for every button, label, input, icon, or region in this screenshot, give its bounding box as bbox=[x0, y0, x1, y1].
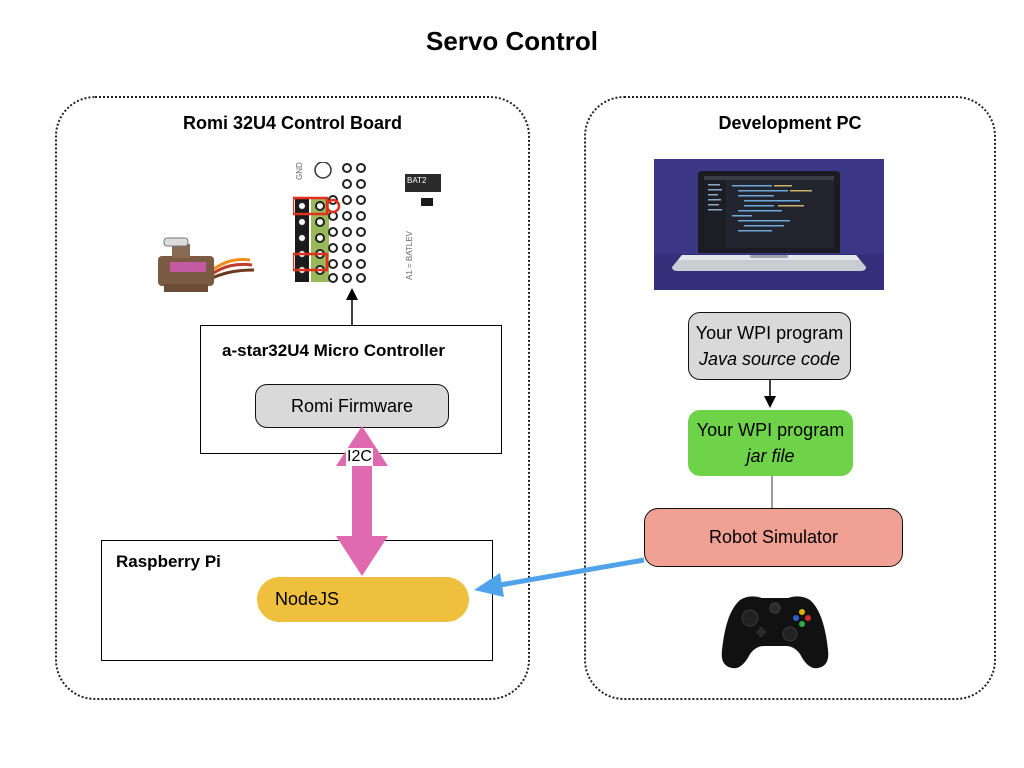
raspberry-pi-title: Raspberry Pi bbox=[116, 552, 221, 571]
development-pc-region bbox=[584, 96, 996, 700]
i2c-label: I2C bbox=[346, 448, 373, 466]
board-pinout-image: GND BAT2 A1 = BATLEV bbox=[293, 162, 441, 284]
java-source-line1: Your WPI program bbox=[695, 322, 844, 343]
jar-file-box: Your WPI program jar file bbox=[688, 410, 853, 476]
romi-region-title: Romi 32U4 Control Board bbox=[182, 113, 403, 133]
microcontroller-title: a-star32U4 Micro Controller bbox=[222, 341, 445, 360]
servo-motor-icon bbox=[158, 237, 255, 292]
game-controller-icon bbox=[721, 596, 829, 669]
jar-file-line2: jar file bbox=[746, 446, 795, 466]
nodejs-box: NodeJS bbox=[257, 577, 469, 622]
robot-simulator-label: Robot Simulator bbox=[708, 527, 839, 548]
laptop-image bbox=[654, 159, 884, 290]
nodejs-label: NodeJS bbox=[275, 589, 340, 610]
romi-firmware-label: Romi Firmware bbox=[290, 395, 413, 416]
board-bat-label: BAT2 bbox=[407, 176, 427, 185]
robot-simulator-box: Robot Simulator bbox=[644, 508, 903, 567]
java-source-box: Your WPI program Java source code bbox=[688, 312, 851, 380]
romi-control-board-region bbox=[55, 96, 530, 700]
romi-firmware-box: Romi Firmware bbox=[255, 384, 449, 428]
arrow-simulator-to-nodejs bbox=[499, 557, 645, 588]
dev-pc-region-title: Development PC bbox=[718, 113, 862, 133]
diagram-title: Servo Control bbox=[426, 26, 598, 56]
jar-file-line1: Your WPI program bbox=[696, 419, 845, 440]
java-source-line2: Java source code bbox=[698, 349, 841, 369]
